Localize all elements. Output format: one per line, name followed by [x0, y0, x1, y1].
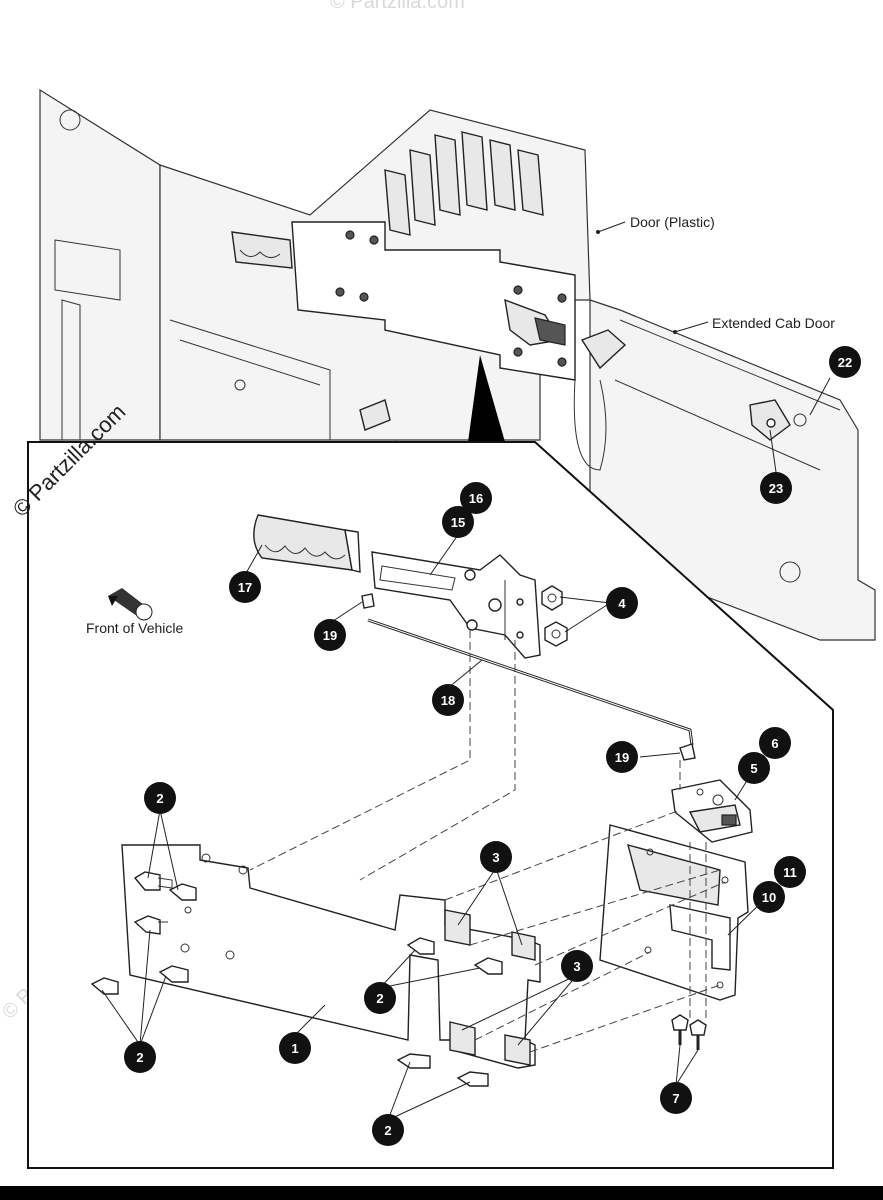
svg-text:3: 3: [573, 959, 580, 974]
callout-10: 10: [753, 881, 785, 913]
svg-text:10: 10: [762, 890, 776, 905]
svg-text:1: 1: [291, 1041, 298, 1056]
callout-3-bottom: 3: [561, 950, 593, 982]
svg-text:2: 2: [376, 991, 383, 1006]
overview-labels: Door (Plastic) Extended Cab Door: [596, 214, 835, 473]
callout-19-lower: 19: [606, 741, 638, 773]
svg-text:2: 2: [384, 1123, 391, 1138]
callout-22: 22: [829, 346, 861, 378]
svg-text:16: 16: [469, 491, 483, 506]
callout-11: 11: [774, 856, 806, 888]
watermark-text: © Partzilla.com: [330, 0, 465, 13]
callout-2-bottom: 2: [372, 1114, 404, 1146]
label-extended-cab-door: Extended Cab Door: [712, 315, 835, 331]
callout-15: 15: [442, 506, 474, 538]
striker-plate: [599, 824, 749, 1001]
svg-text:4: 4: [618, 596, 626, 611]
callout-23: 23: [760, 472, 792, 504]
svg-text:22: 22: [838, 355, 852, 370]
screws-2: [90, 871, 503, 1087]
callout-1: 1: [279, 1032, 311, 1064]
front-of-vehicle-indicator: Front of Vehicle: [86, 588, 183, 636]
callout-2-left: 2: [124, 1041, 156, 1073]
label-front-of-vehicle: Front of Vehicle: [86, 620, 183, 636]
door-vents: [384, 131, 544, 236]
svg-text:18: 18: [441, 693, 455, 708]
assembly-lines: [249, 630, 726, 1053]
svg-text:7: 7: [672, 1091, 679, 1106]
svg-text:5: 5: [750, 761, 757, 776]
callout-2-top: 2: [144, 782, 176, 814]
callouts: 22 23 16 15 17 4 19 18 6 19 5 2 3 11 10 …: [124, 346, 861, 1146]
bolts-7: [671, 1014, 707, 1050]
mounting-bracket: [121, 844, 541, 1069]
svg-text:3: 3: [492, 850, 499, 865]
svg-text:19: 19: [615, 750, 629, 765]
callout-3-top: 3: [480, 841, 512, 873]
callout-7: 7: [660, 1082, 692, 1114]
callout-leaders: [101, 534, 770, 1121]
callout-6: 6: [759, 727, 791, 759]
svg-text:23: 23: [769, 481, 783, 496]
svg-text:11: 11: [783, 865, 797, 880]
connecting-rod: [361, 593, 696, 761]
svg-text:17: 17: [238, 580, 252, 595]
callout-17: 17: [229, 571, 261, 603]
callout-19-upper: 19: [314, 619, 346, 651]
svg-text:2: 2: [136, 1050, 143, 1065]
svg-text:6: 6: [771, 736, 778, 751]
handle-grip: [253, 514, 361, 573]
bottom-bar: [0, 1186, 883, 1200]
svg-text:15: 15: [451, 515, 465, 530]
callout-18: 18: [432, 684, 464, 716]
callout-5: 5: [738, 752, 770, 784]
svg-text:2: 2: [156, 791, 163, 806]
label-door-plastic: Door (Plastic): [630, 214, 715, 230]
nut-4: [541, 585, 568, 647]
callout-2-middle: 2: [364, 982, 396, 1014]
latch-lever: [371, 551, 541, 659]
svg-text:19: 19: [323, 628, 337, 643]
callout-16: 16: [460, 482, 492, 514]
callout-4: 4: [606, 587, 638, 619]
detail-pointer: [468, 355, 505, 442]
